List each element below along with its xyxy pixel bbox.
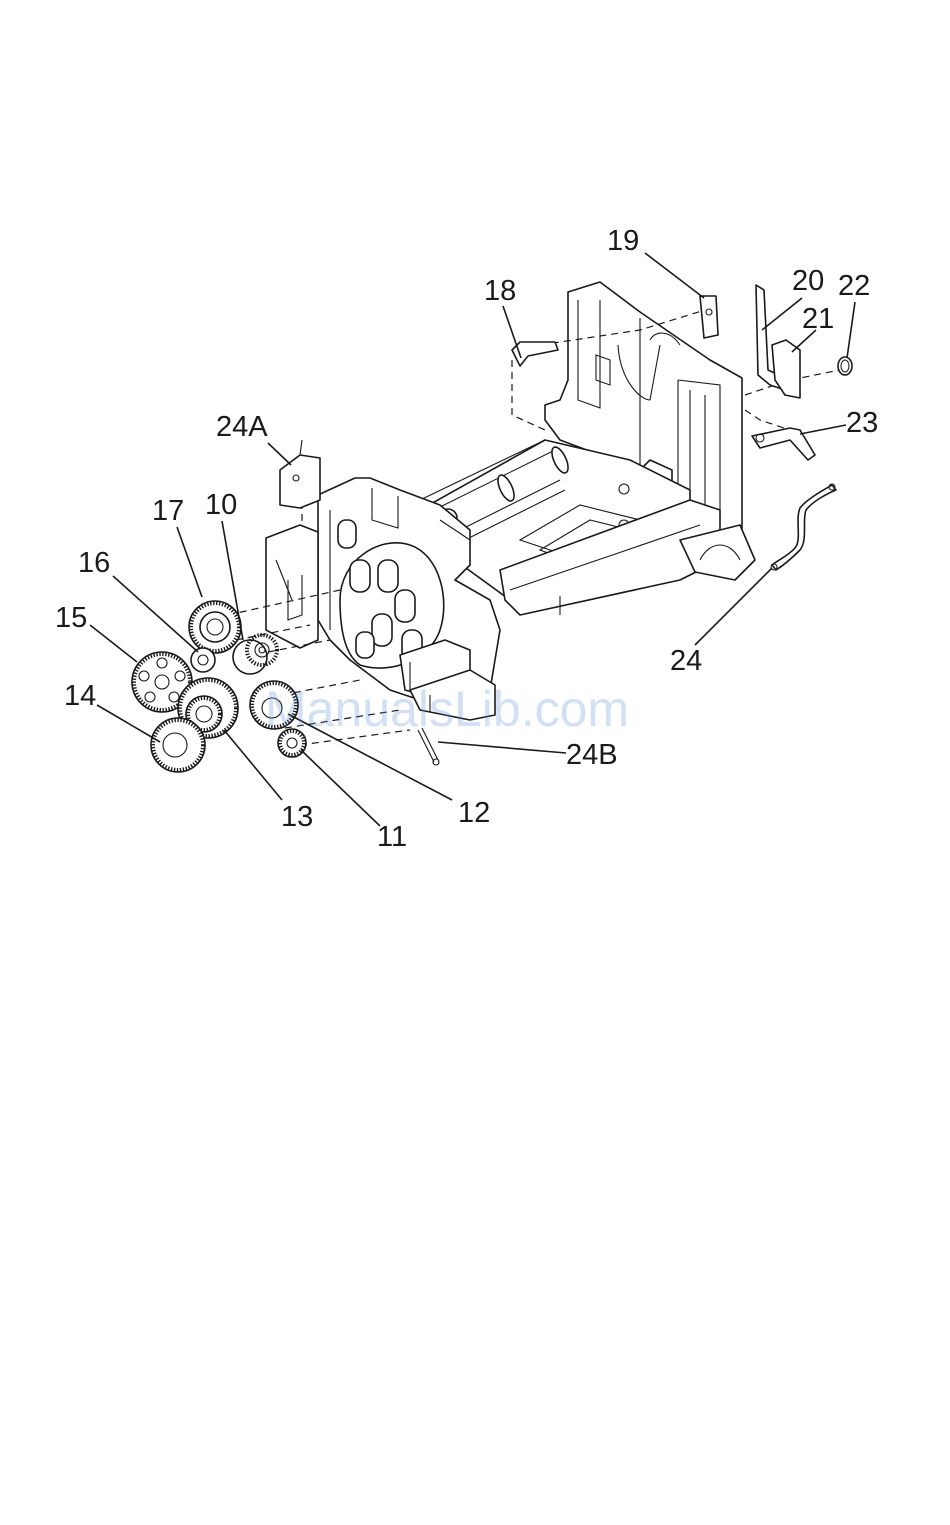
callout-23: 23 — [846, 407, 878, 439]
part-19-bracket — [700, 296, 718, 338]
callout-15: 15 — [55, 602, 87, 634]
gear-17 — [189, 601, 241, 653]
callout-19: 19 — [607, 225, 639, 257]
callout-11: 11 — [377, 821, 407, 853]
callout-24: 24 — [670, 645, 702, 677]
callout-13: 13 — [281, 801, 313, 833]
callout-24A: 24A — [216, 411, 268, 443]
callout-18: 18 — [484, 275, 516, 307]
callout-17: 17 — [152, 495, 184, 527]
part-24-lever — [771, 484, 836, 570]
watermark: ManualsLib.com — [265, 681, 629, 737]
part-22-spring — [838, 357, 852, 375]
callout-16: 16 — [78, 547, 110, 579]
callout-21: 21 — [802, 303, 834, 335]
callout-20: 20 — [792, 265, 824, 297]
gear-16 — [191, 648, 215, 672]
callout-10: 10 — [205, 489, 237, 521]
gear-10 — [233, 635, 277, 674]
part-24A-spring-clip — [280, 440, 320, 508]
gear-14 — [151, 718, 205, 772]
callout-14: 14 — [64, 680, 96, 712]
callout-22: 22 — [838, 270, 870, 302]
callout-24B: 24B — [566, 739, 618, 771]
callout-12: 12 — [458, 797, 490, 829]
